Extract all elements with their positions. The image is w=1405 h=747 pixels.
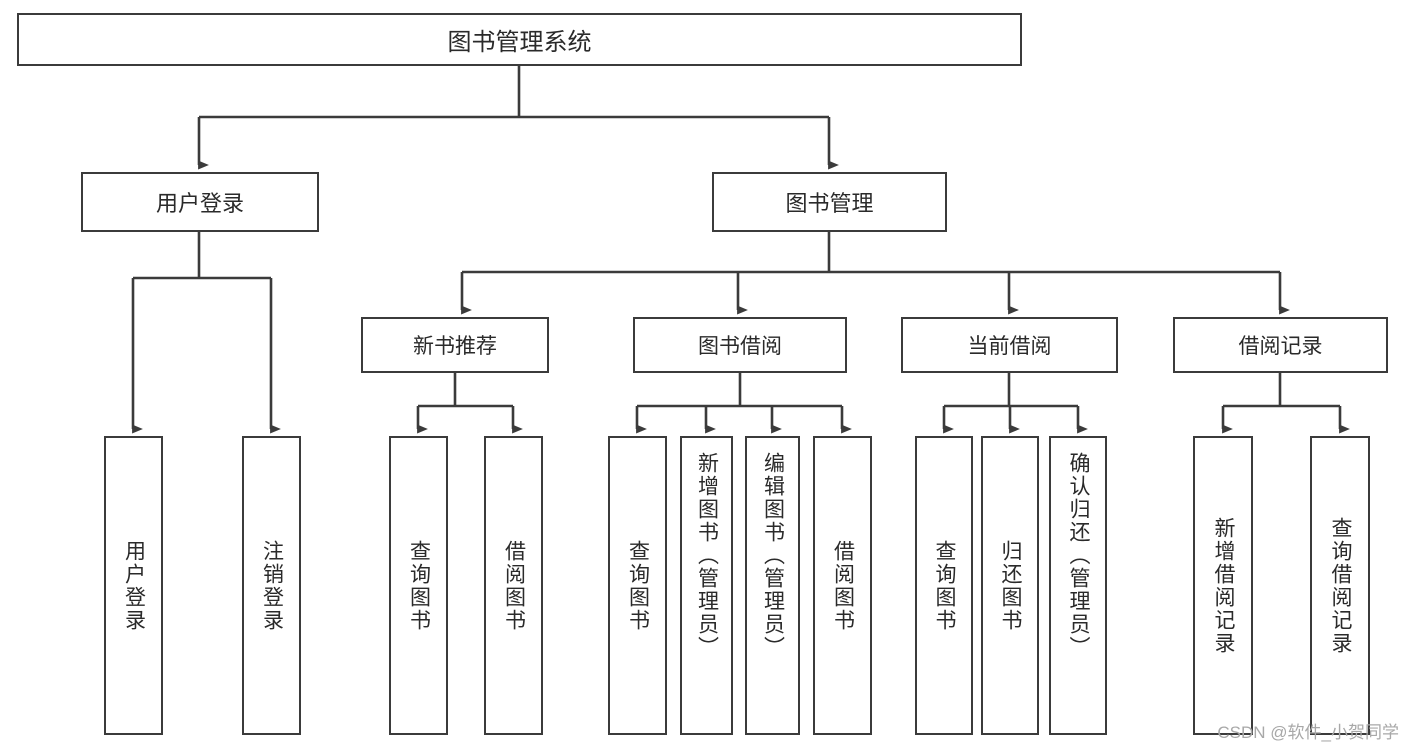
node-user-login[interactable]: 用户登录 (81, 172, 319, 232)
node-borrow-record-label: 借阅记录 (1238, 335, 1323, 358)
leaf-query-borrow-record[interactable]: 查询借阅记录 (1310, 436, 1370, 735)
node-book-management-label: 图书管理 (785, 191, 874, 216)
node-book-management[interactable]: 图书管理 (712, 172, 947, 232)
leaf-query-book-recommend-label: 查询图书 (407, 539, 431, 632)
node-book-borrow-label: 图书借阅 (698, 335, 782, 358)
leaf-logout-label: 注销登录 (260, 539, 284, 632)
node-new-book-recommend[interactable]: 新书推荐 (361, 317, 549, 373)
leaf-borrow-book-recommend[interactable]: 借阅图书 (484, 436, 543, 735)
leaf-add-book-admin[interactable]: 新增图书（管理员） (680, 436, 733, 735)
leaf-query-book-current-label: 查询图书 (933, 539, 957, 632)
leaf-borrow-book-label: 借阅图书 (831, 539, 855, 632)
node-root[interactable]: 图书管理系统 (17, 13, 1022, 66)
leaf-borrow-book[interactable]: 借阅图书 (813, 436, 872, 735)
node-root-label: 图书管理系统 (447, 29, 592, 56)
leaf-add-borrow-record-label: 新增借阅记录 (1212, 516, 1236, 655)
node-borrow-record[interactable]: 借阅记录 (1173, 317, 1388, 373)
node-new-book-recommend-label: 新书推荐 (413, 335, 497, 358)
leaf-edit-book-admin[interactable]: 编辑图书（管理员） (745, 436, 800, 735)
leaf-user-login[interactable]: 用户登录 (104, 436, 163, 735)
leaf-return-book[interactable]: 归还图书 (981, 436, 1039, 735)
leaf-query-book-borrow[interactable]: 查询图书 (608, 436, 667, 735)
leaf-return-book-label: 归还图书 (999, 539, 1023, 632)
leaf-add-borrow-record[interactable]: 新增借阅记录 (1193, 436, 1253, 735)
leaf-query-borrow-record-label: 查询借阅记录 (1329, 516, 1353, 655)
leaf-edit-book-admin-label: 编辑图书（管理员） (761, 452, 785, 659)
leaf-query-book-recommend[interactable]: 查询图书 (389, 436, 448, 735)
node-book-borrow[interactable]: 图书借阅 (633, 317, 847, 373)
node-current-borrow[interactable]: 当前借阅 (901, 317, 1118, 373)
leaf-confirm-return-admin-label: 确认归还（管理员） (1067, 452, 1091, 659)
leaf-borrow-book-recommend-label: 借阅图书 (502, 539, 526, 632)
node-user-login-label: 用户登录 (155, 191, 244, 216)
leaf-confirm-return-admin[interactable]: 确认归还（管理员） (1049, 436, 1107, 735)
leaf-add-book-admin-label: 新增图书（管理员） (695, 452, 719, 659)
leaf-user-login-label: 用户登录 (122, 539, 146, 632)
leaf-logout[interactable]: 注销登录 (242, 436, 301, 735)
node-current-borrow-label: 当前借阅 (967, 335, 1052, 358)
leaf-query-book-borrow-label: 查询图书 (626, 539, 650, 632)
leaf-query-book-current[interactable]: 查询图书 (915, 436, 973, 735)
watermark: CSDN @软件_小贺同学 (1217, 723, 1399, 742)
